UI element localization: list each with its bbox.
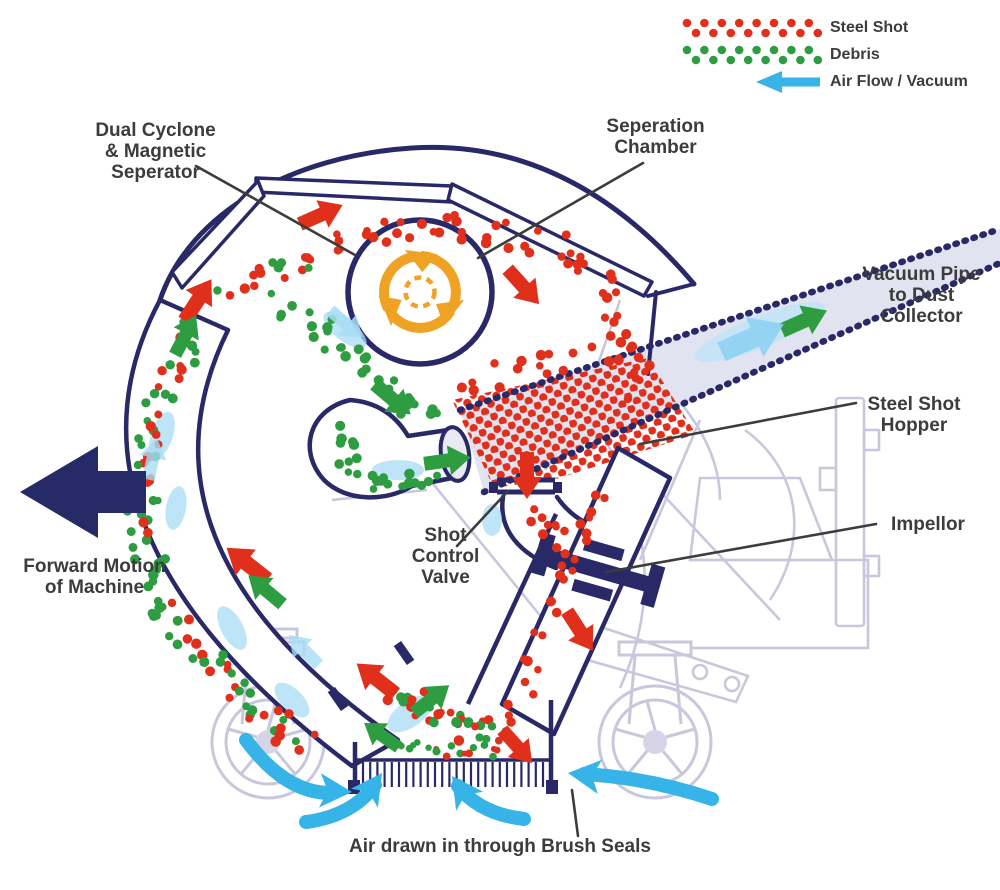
label-vacuum-pipe: Vacuum Pipe to Dust Collector bbox=[862, 264, 981, 327]
cyclone-icon bbox=[378, 249, 464, 333]
hood-inner-beam bbox=[170, 176, 654, 298]
forward-motion-arrow bbox=[20, 446, 146, 538]
mixed-dots-duct-top bbox=[213, 258, 313, 300]
legend-label-air-flow: Air Flow / Vacuum bbox=[830, 72, 968, 90]
steel-shot-impeller-duct bbox=[503, 490, 609, 727]
left-return-duct bbox=[123, 297, 401, 769]
label-brush-seals: Air drawn in through Brush Seals bbox=[349, 836, 651, 857]
legend-row-air-flow: Air Flow / Vacuum bbox=[680, 68, 968, 95]
legend-row-debris: Debris bbox=[680, 41, 968, 68]
impeller bbox=[530, 532, 666, 608]
steel-shot-scatter-hopper bbox=[456, 341, 655, 396]
steel-shot-below-valve bbox=[526, 505, 579, 564]
label-dual-cyclone: Dual Cyclone & Magnetic Seperator bbox=[95, 120, 216, 183]
label-shot-control-valve: Shot Control Valve bbox=[411, 525, 480, 588]
legend-row-steel-shot: Steel Shot bbox=[680, 14, 968, 41]
brush-seal-teeth bbox=[361, 762, 545, 787]
beam bbox=[254, 176, 454, 204]
label-steel-shot-hopper: Steel Shot Hopper bbox=[867, 394, 961, 436]
right-roof-panel bbox=[446, 182, 654, 298]
steel-shot-stream-top-arc bbox=[297, 210, 617, 303]
label-forward-motion: Forward Motion of Machine bbox=[23, 556, 166, 598]
separation-chamber-circle bbox=[345, 217, 495, 367]
label-separation-chamber: Seperation Chamber bbox=[606, 116, 705, 158]
vacuum-pipe-beaded-edges bbox=[456, 225, 1000, 496]
legend-label-steel-shot: Steel Shot bbox=[830, 18, 909, 36]
debris-dots-icon bbox=[682, 45, 822, 64]
left-roof-panel bbox=[170, 179, 266, 290]
brush-seal-box bbox=[348, 700, 558, 794]
leader-lines bbox=[194, 161, 878, 838]
hopper-shot-dense bbox=[452, 358, 696, 488]
dome-arc bbox=[157, 144, 697, 303]
debris-in-elbow bbox=[334, 420, 442, 493]
label-impellor: Impellor bbox=[891, 514, 965, 535]
fine-dots-near-teeth bbox=[397, 739, 501, 761]
legend: Steel Shot Debris Air Flow / Vacuum bbox=[680, 14, 968, 95]
air-flow-arrow-icon bbox=[756, 70, 820, 93]
legend-label-debris: Debris bbox=[830, 45, 880, 63]
steel-shot-dots-icon bbox=[682, 18, 822, 37]
